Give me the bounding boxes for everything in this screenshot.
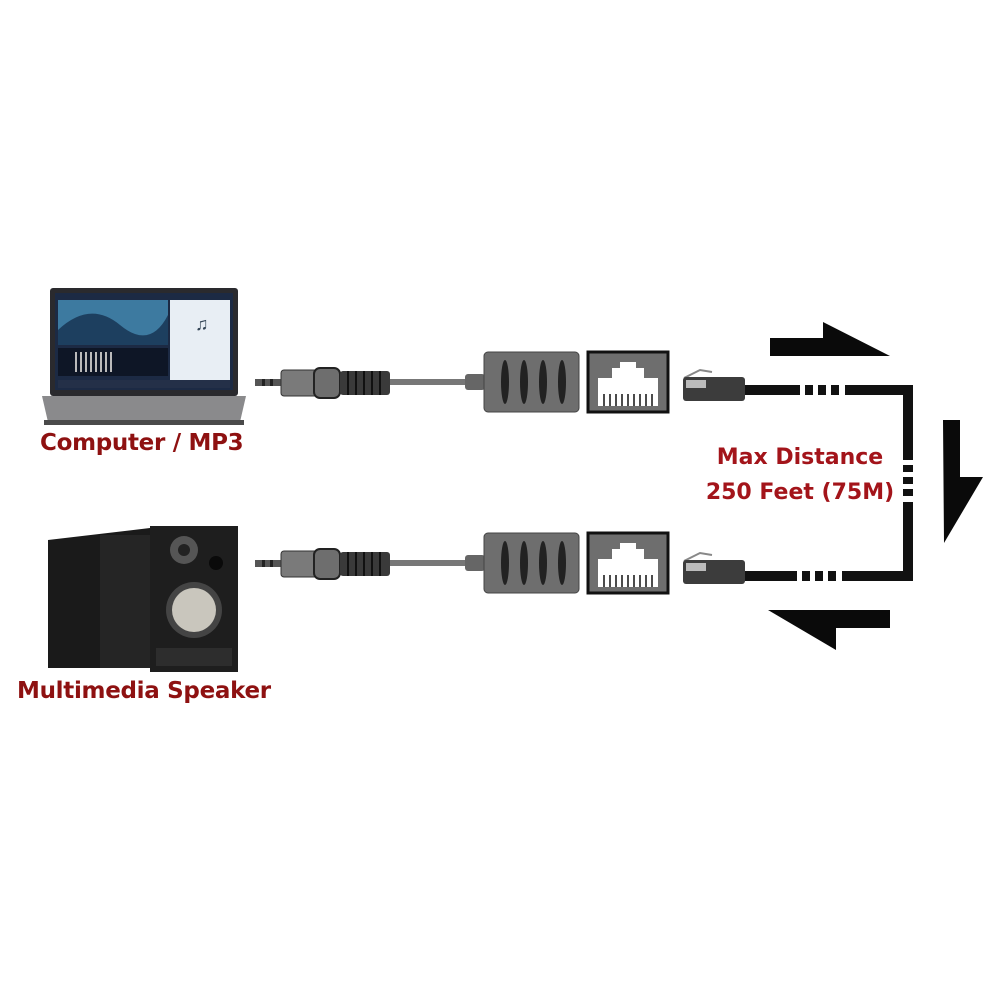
rj45-plug-top	[683, 368, 745, 401]
arrow-down-icon	[943, 420, 983, 543]
arrow-left-icon	[768, 610, 890, 650]
ethernet-cable	[745, 385, 913, 581]
speaker-icon	[48, 526, 238, 672]
audio-extender-top	[255, 350, 670, 414]
max-distance-label: Max Distance	[716, 445, 884, 470]
max-distance-value: 250 Feet (75M)	[705, 480, 895, 505]
rj45-plug-bottom	[683, 551, 745, 584]
speaker-label: Multimedia Speaker	[17, 678, 271, 704]
arrow-right-icon	[770, 322, 890, 356]
svg-text:♫: ♫	[195, 314, 209, 334]
audio-extender-bottom	[255, 531, 670, 595]
laptop-icon: ♫	[42, 288, 246, 425]
computer-label: Computer / MP3	[40, 430, 244, 456]
